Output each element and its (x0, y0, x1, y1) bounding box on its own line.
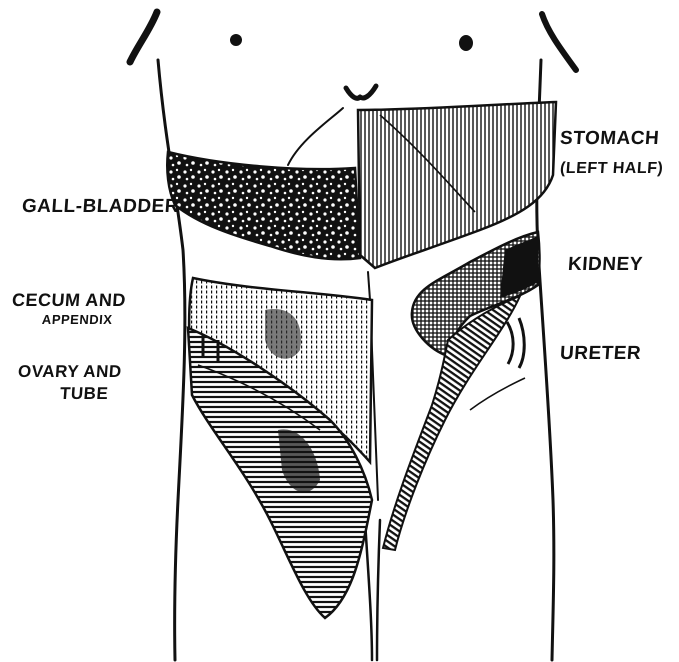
gall-bladder-region (167, 152, 360, 259)
label-cecum-line1: CECUM AND (11, 290, 126, 311)
ureter-mark-1 (507, 322, 513, 364)
left-body-edge (158, 60, 185, 660)
rib-line-left (288, 108, 343, 165)
right-shoulder-line (542, 14, 576, 70)
leg-inner-right (377, 520, 380, 660)
label-kidney: KIDNEY (567, 254, 643, 276)
right-nipple (459, 35, 473, 51)
label-ovary-line2: TUBE (59, 384, 109, 404)
label-gall-bladder: GALL-BLADDER (21, 196, 179, 218)
left-shoulder-line (130, 12, 157, 62)
ureter-mark-2 (519, 318, 524, 368)
left-nipple (230, 34, 242, 46)
label-stomach-line1: STOMACH (559, 128, 660, 150)
leg-inner-left (365, 520, 372, 660)
label-stomach-line2: (LEFT HALF) (559, 160, 664, 178)
label-cecum-line2: APPENDIX (41, 312, 113, 327)
sternum-notch (346, 86, 376, 98)
label-ovary-line1: OVARY AND (17, 362, 122, 382)
ureter-line (470, 378, 525, 410)
label-ureter: URETER (559, 343, 642, 365)
